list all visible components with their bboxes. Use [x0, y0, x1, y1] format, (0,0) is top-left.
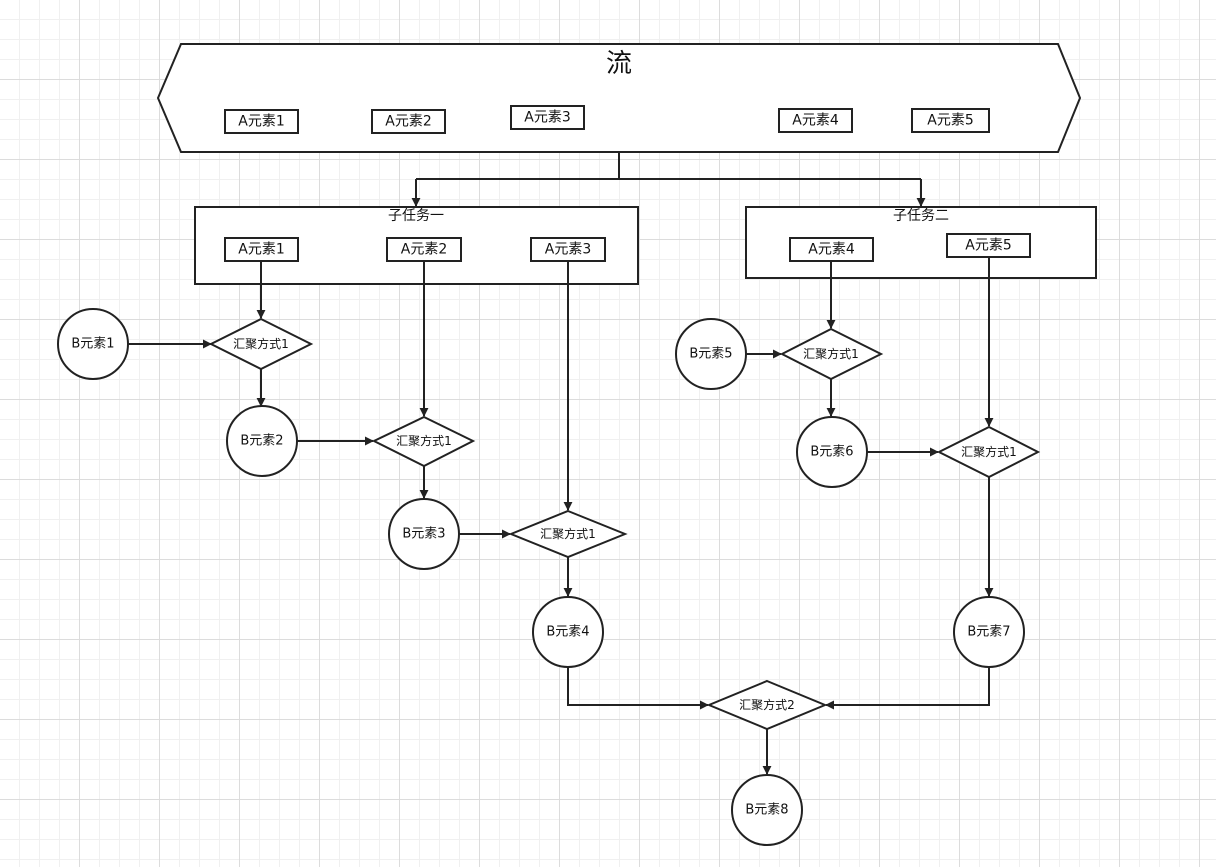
- stream-element-2-label: A元素2: [385, 114, 431, 130]
- stream-element-5-label: A元素5: [927, 113, 973, 129]
- subtask1-element-1: A元素1: [224, 237, 299, 262]
- subtask1-element-3-label: A元素3: [545, 242, 591, 258]
- b-node-5-label: B元素5: [689, 347, 732, 362]
- b-node-7: B元素7: [953, 596, 1025, 668]
- subtask2-element-4-label: A元素4: [808, 242, 855, 258]
- subtask1-title: 子任务一: [388, 208, 444, 224]
- stream-element-4: A元素4: [778, 108, 853, 133]
- subtask1-element-2-label: A元素2: [401, 242, 447, 258]
- stream-element-1-label: A元素1: [238, 114, 284, 130]
- subtask2-element-5: A元素5: [946, 233, 1031, 258]
- subtask2-element-5-label: A元素5: [965, 238, 1011, 254]
- aggregation-diamond-2: 汇聚方式1: [371, 415, 476, 468]
- b-node-2-label: B元素2: [240, 434, 283, 449]
- aggregation-diamond-4: 汇聚方式1: [779, 327, 884, 381]
- subtask2-element-4: A元素4: [789, 237, 874, 262]
- subtask1-element-3: A元素3: [530, 237, 606, 262]
- aggregation-diamond-1: 汇聚方式1: [208, 317, 314, 371]
- aggregation-diamond-1-label: 汇聚方式1: [233, 336, 289, 351]
- b-node-1-label: B元素1: [71, 337, 114, 352]
- b-node-3: B元素3: [388, 498, 460, 570]
- aggregation-diamond-5: 汇聚方式1: [936, 425, 1041, 479]
- subtask2-container: 子任务二 A元素4 A元素5: [745, 206, 1097, 279]
- stream-element-1: A元素1: [224, 109, 299, 134]
- stream-split-connector: [411, 152, 926, 207]
- stream-element-4-label: A元素4: [792, 113, 839, 129]
- b-node-4-label: B元素4: [546, 625, 589, 640]
- stream-element-3-label: A元素3: [524, 110, 570, 126]
- b-node-6-label: B元素6: [810, 445, 853, 460]
- subtask2-title: 子任务二: [893, 208, 949, 224]
- b-node-1: B元素1: [57, 308, 129, 380]
- subtask1-connectors: [128, 261, 709, 710]
- stream-container: 流 A元素1 A元素2 A元素3 A元素4 A元素5: [156, 43, 1082, 153]
- b-node-8: B元素8: [731, 774, 803, 846]
- b-node-4: B元素4: [532, 596, 604, 668]
- subtask1-container: 子任务一 A元素1 A元素2 A元素3: [194, 206, 639, 285]
- aggregation-diamond-6: 汇聚方式2: [706, 679, 828, 731]
- stream-title: 流: [606, 49, 632, 79]
- b-node-2: B元素2: [226, 405, 298, 477]
- aggregation-diamond-6-label: 汇聚方式2: [739, 697, 795, 712]
- subtask2-connectors: [746, 257, 994, 775]
- subtask1-element-2: A元素2: [386, 237, 462, 262]
- b-node-6: B元素6: [796, 416, 868, 488]
- b-node-7-label: B元素7: [967, 625, 1010, 640]
- aggregation-diamond-4-label: 汇聚方式1: [803, 346, 859, 361]
- b-node-8-label: B元素8: [745, 803, 788, 818]
- stream-element-5: A元素5: [911, 108, 990, 133]
- aggregation-diamond-2-label: 汇聚方式1: [396, 433, 452, 448]
- stream-element-2: A元素2: [371, 109, 446, 134]
- aggregation-diamond-3-label: 汇聚方式1: [540, 526, 596, 541]
- aggregation-diamond-3: 汇聚方式1: [508, 509, 628, 559]
- b-node-3-label: B元素3: [402, 527, 445, 542]
- b-node-5: B元素5: [675, 318, 747, 390]
- aggregation-diamond-5-label: 汇聚方式1: [961, 444, 1017, 459]
- stream-element-3: A元素3: [510, 105, 585, 130]
- subtask1-element-1-label: A元素1: [238, 242, 284, 258]
